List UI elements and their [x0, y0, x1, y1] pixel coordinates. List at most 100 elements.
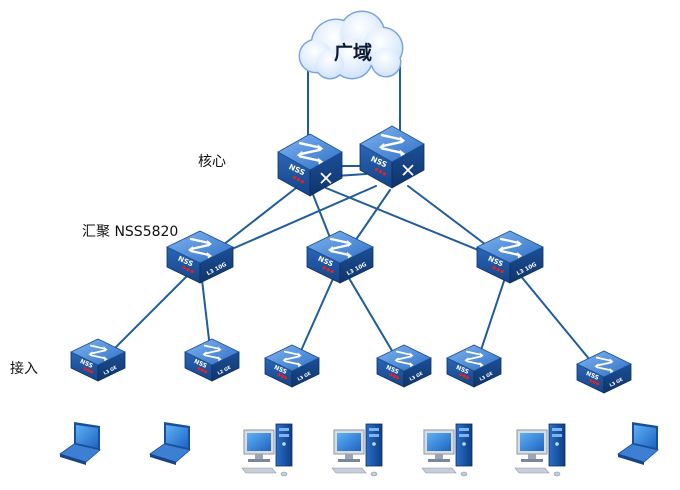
switch-arrow	[89, 354, 107, 360]
pc-drive-bay	[552, 428, 562, 431]
switch-arrow	[380, 133, 404, 141]
switch-arrow	[595, 361, 613, 367]
switch-arrow	[395, 350, 413, 356]
pc-drive-bay	[459, 434, 469, 437]
aggregation-layer-label: 汇聚 NSS5820	[82, 224, 179, 240]
switch-brand-text: NSS	[79, 358, 94, 370]
switch-arrow	[203, 344, 221, 350]
switch-arrow-head	[609, 368, 614, 374]
status-led	[492, 266, 496, 270]
switch-arrow	[203, 349, 221, 355]
switch-arrow	[465, 360, 483, 366]
monitor-foot	[248, 459, 270, 462]
switch-arrow-head	[517, 252, 522, 259]
switch-arrow	[595, 356, 613, 362]
switch-arrow	[465, 350, 483, 356]
laptop-base-edge	[60, 454, 86, 465]
cloud-icon	[298, 10, 404, 80]
pc-drive-bay	[279, 428, 289, 431]
keyboard	[331, 467, 367, 474]
switch-arrow	[329, 237, 351, 245]
switch-arrow	[595, 366, 613, 372]
core-layer-label: 核心	[198, 154, 226, 170]
switch-arrow	[298, 141, 322, 149]
laptop-base-edge	[618, 454, 644, 465]
status-led	[592, 380, 596, 384]
status-led	[83, 367, 87, 371]
status-led	[395, 376, 400, 380]
pc-drive-bay	[459, 428, 469, 431]
status-led	[293, 175, 297, 180]
core-switch-icon-2: NSS	[359, 125, 425, 189]
status-led	[378, 170, 383, 174]
pc-drive-bay	[369, 428, 379, 431]
status-led	[300, 180, 304, 184]
keyboard	[421, 467, 457, 474]
desktop-pc-icon-6	[514, 423, 566, 477]
link-agg3-acc6	[509, 262, 605, 378]
switch-arrow-head	[479, 362, 484, 368]
cloud-puff	[316, 50, 344, 78]
status-led	[322, 266, 326, 270]
monitor-stand	[255, 454, 263, 459]
switch-brand-text: NSS	[273, 364, 288, 376]
switch-arrow	[89, 349, 107, 355]
switch-arrow	[380, 140, 404, 148]
switch-brand-text: NSS	[193, 358, 208, 370]
status-led	[186, 268, 190, 272]
status-led	[389, 373, 393, 377]
desktop-pc-icon-4	[331, 423, 383, 477]
status-led	[375, 167, 379, 172]
status-led	[200, 368, 204, 372]
laptop-icon-1	[59, 422, 101, 465]
cloud-label: 广域	[334, 42, 373, 64]
pc-power-button	[462, 442, 466, 446]
switch-arrow	[283, 360, 301, 366]
monitor-stand	[435, 454, 443, 459]
monitor-screen	[427, 433, 451, 451]
status-led	[589, 379, 593, 383]
laptop-screen	[634, 425, 656, 448]
laptop-screen	[76, 425, 98, 448]
keyboard	[514, 467, 550, 474]
switch-arrow-head	[207, 252, 212, 259]
laptop-icon-7	[617, 422, 659, 465]
switch-arrow	[499, 243, 521, 251]
laptop-base-edge	[150, 454, 176, 465]
switch-arrow	[89, 344, 107, 350]
status-led	[277, 373, 281, 377]
cloud-puff	[372, 48, 400, 76]
desktop-pc-icon-3	[241, 423, 293, 477]
core-emblem-stroke	[320, 172, 332, 184]
status-led	[203, 370, 208, 374]
status-led	[182, 266, 186, 270]
status-led	[462, 374, 466, 378]
mouse	[460, 471, 468, 477]
switch-arrow	[283, 355, 301, 361]
status-led	[465, 376, 470, 380]
switch-arrow	[189, 237, 211, 245]
access-layer-label: 接入	[10, 361, 38, 377]
status-led	[280, 374, 284, 378]
status-led	[326, 268, 330, 272]
status-led	[296, 178, 301, 182]
switch-arrow-head	[317, 157, 324, 165]
monitor-foot	[521, 459, 543, 462]
pc-power-button	[282, 442, 286, 446]
status-led	[459, 373, 463, 377]
mouse	[553, 471, 561, 477]
core-emblem-stroke	[402, 164, 414, 176]
monitor-screen	[247, 433, 271, 451]
switch-arrow-head	[347, 252, 352, 259]
switch-arrow-head	[217, 356, 222, 362]
pc-power-button	[372, 442, 376, 446]
monitor-screen	[520, 433, 544, 451]
switch-arrow-head	[297, 362, 302, 368]
